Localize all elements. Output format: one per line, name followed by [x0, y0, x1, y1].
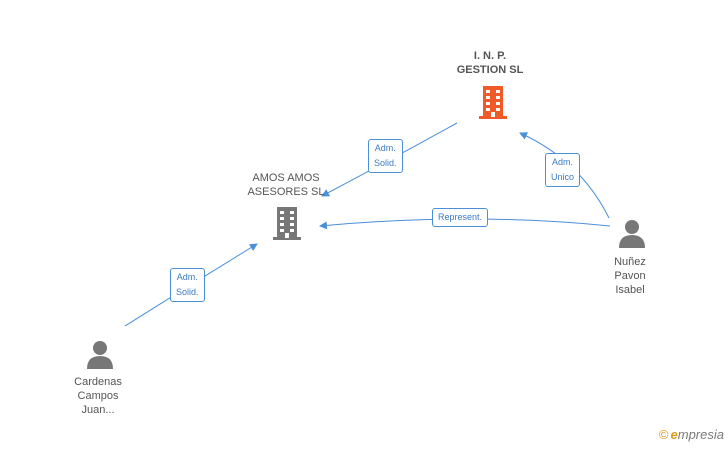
node-label-line: Nuñez [614, 256, 646, 268]
edge-label-adm-solid-inp[interactable]: Adm. Solid. [368, 139, 403, 173]
person-icon-cardenas[interactable] [85, 339, 115, 369]
brand-initial: e [670, 427, 678, 442]
node-label-amos-amos[interactable]: AMOS AMOS ASESORES SL [236, 171, 336, 199]
edge-label-line: Solid. [176, 287, 199, 297]
node-label-line: Juan... [81, 404, 115, 416]
node-label-line: GESTION SL [456, 64, 524, 76]
node-label-inp-gestion[interactable]: I. N. P. GESTION SL [440, 49, 540, 77]
node-label-line: ASESORES SL [247, 186, 325, 198]
edge-label-adm-solid-cardenas[interactable]: Adm. Solid. [170, 268, 205, 302]
node-label-line: Pavon [614, 270, 646, 282]
edge-label-represent[interactable]: Represent. [432, 208, 489, 227]
edge-label-line: Adm. [552, 157, 574, 167]
edge-label-line: Unico [551, 172, 575, 182]
copyright-icon: © [658, 427, 669, 442]
node-label-line: AMOS AMOS [252, 172, 320, 184]
node-label-cardenas[interactable]: Cardenas Campos Juan... [58, 375, 138, 417]
building-icon-highlight[interactable] [477, 84, 509, 120]
node-label-nunez[interactable]: Nuñez Pavon Isabel [590, 255, 670, 297]
edge-label-line: Solid. [374, 158, 397, 168]
edge-label-line: Adm. [374, 143, 396, 153]
node-label-line: Cardenas [74, 376, 122, 388]
empresia-logo: ©empresia [659, 427, 724, 442]
node-label-line: Isabel [615, 284, 645, 296]
node-label-line: I. N. P. [473, 50, 507, 62]
edge-label-adm-unico[interactable]: Adm. Unico [545, 153, 581, 187]
node-label-line: Campos [77, 390, 119, 402]
edge-label-line: Adm. [176, 272, 198, 282]
edge-label-line: Represent. [438, 212, 483, 222]
building-icon[interactable] [271, 205, 303, 241]
person-icon-nunez[interactable] [617, 218, 647, 248]
brand-name: mpresia [677, 427, 724, 442]
